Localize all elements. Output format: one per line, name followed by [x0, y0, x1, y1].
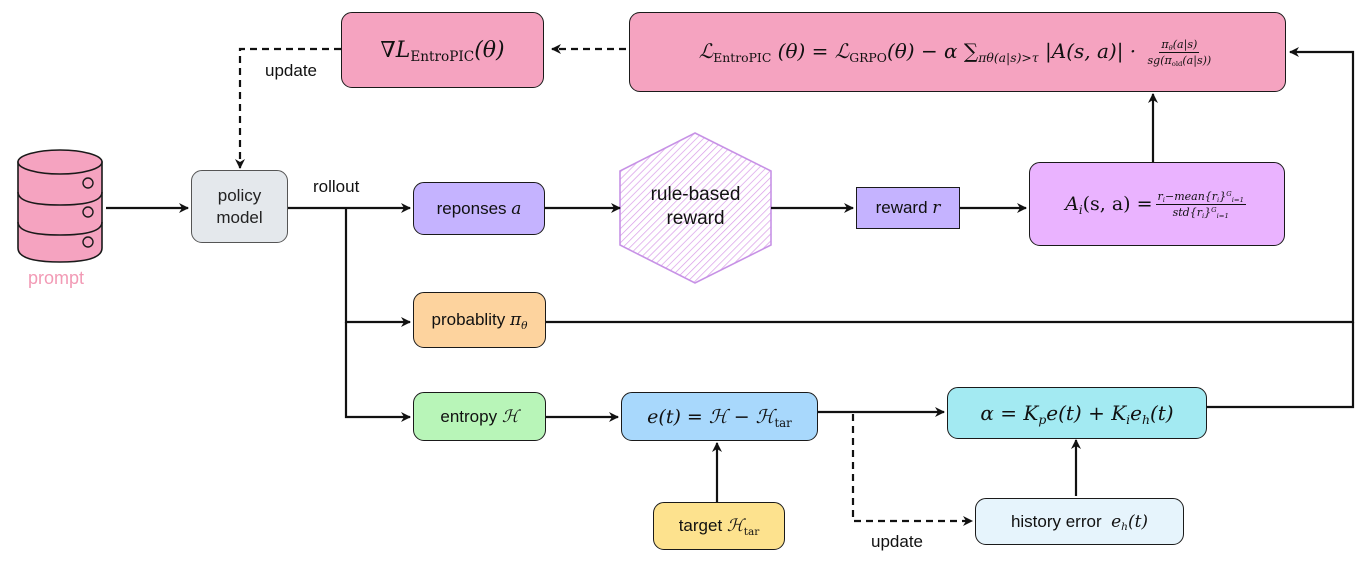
loss-node: ℒEntroPIC (θ) = ℒGRPO(θ) − α ∑πθ(a|s)>τ … — [629, 12, 1286, 92]
edge-rollout-probability — [344, 208, 411, 327]
dashed-edges — [235, 44, 973, 526]
alpha-node: α = Kpe(t) + Kieh(t) — [947, 387, 1207, 439]
entropy-label: entropy — [440, 406, 498, 426]
reward-node: reward r — [856, 187, 960, 229]
loss-formula: ℒEntroPIC (θ) = ℒGRPO(θ) − α ∑πθ(a|s)>τ … — [698, 37, 1212, 68]
alpha-formula: α = Kpe(t) + Kieh(t) — [980, 401, 1174, 428]
update-label-bottom: update — [871, 532, 923, 551]
history-error-label: history error — [1010, 511, 1102, 531]
reward-label: reward — [875, 198, 928, 217]
policy-model-node: policy model — [191, 170, 288, 243]
history-error-node: history error eh(t) — [975, 498, 1184, 545]
edge-gradient-policy — [235, 47, 341, 169]
prompt-label: prompt — [28, 268, 85, 288]
target-node: target ℋtar — [653, 502, 785, 550]
update-label-top: update — [265, 61, 317, 80]
responses-node: reponses a — [413, 182, 545, 235]
history-error-symbol: eh(t) — [1111, 511, 1149, 534]
target-label: target — [678, 516, 723, 535]
target-symbol: ℋtar — [726, 516, 760, 538]
edge-probability-loss — [546, 47, 1355, 324]
gradient-node: ∇LEntroPIC(θ) — [341, 12, 544, 88]
edges — [106, 47, 1355, 502]
advantage-fraction: ri−mean{ri}Gi=1 std{ri}Gi=1 — [1155, 189, 1246, 220]
probability-label: probablity — [431, 310, 506, 329]
responses-symbol: a — [511, 198, 522, 219]
edge-error-history — [851, 414, 973, 526]
edge-rollout-entropy — [344, 322, 411, 422]
database-icon — [17, 149, 103, 263]
policy-model-label: policy model — [216, 186, 263, 227]
error-formula: e(t) = ℋ − ℋtar — [647, 405, 792, 430]
advantage-lhs: Ai(s, a) = — [1065, 193, 1153, 218]
entropy-node: entropy ℋ — [413, 392, 546, 441]
responses-label: reponses — [436, 198, 507, 218]
probability-symbol: πθ — [509, 310, 528, 332]
advantage-node: Ai(s, a) = ri−mean{ri}Gi=1 std{ri}Gi=1 — [1029, 162, 1285, 246]
rule-based-reward-hexagon — [619, 132, 772, 284]
edge-alpha-loss — [1207, 322, 1355, 409]
probability-node: probablity πθ — [413, 292, 546, 348]
rollout-label: rollout — [313, 177, 360, 196]
error-node: e(t) = ℋ − ℋtar — [621, 392, 818, 441]
rule-based-reward-label: rule-based reward — [650, 184, 741, 229]
gradient-formula: ∇LEntroPIC(θ) — [380, 37, 505, 66]
entropy-symbol: ℋ — [501, 406, 519, 427]
reward-symbol: r — [932, 198, 941, 218]
